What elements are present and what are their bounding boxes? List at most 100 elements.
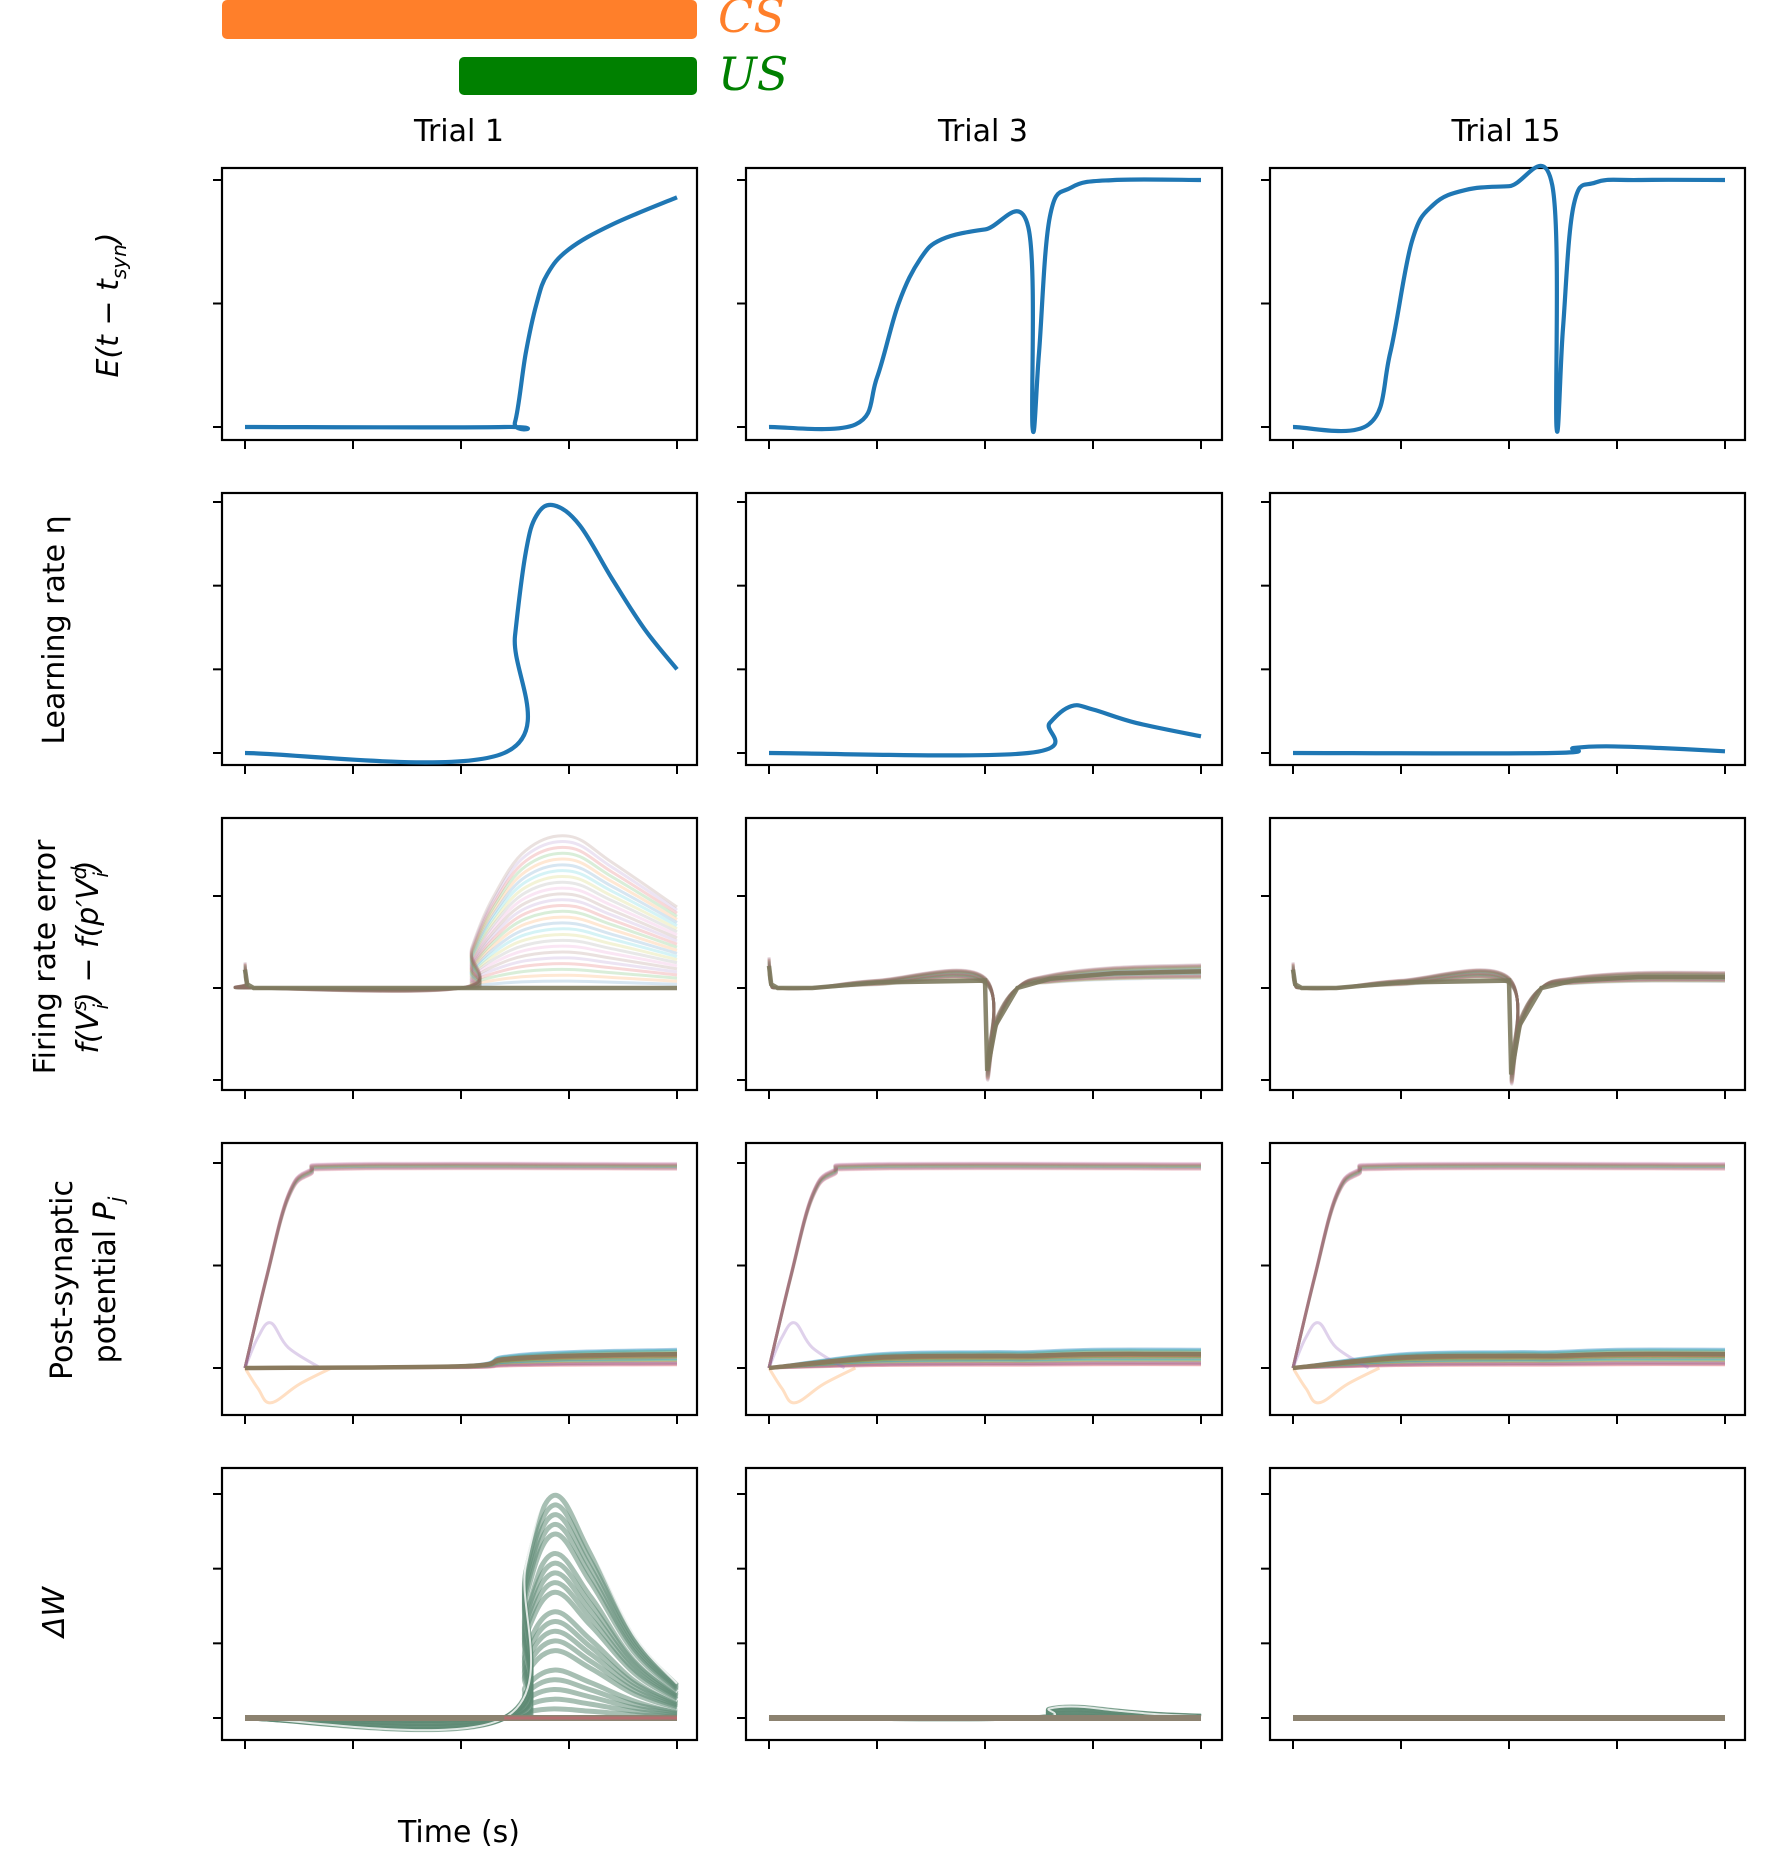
trace-line [243,1166,678,1369]
plot-frame [220,816,699,1092]
series-line [1292,163,1726,434]
trace-line [243,1366,333,1405]
trace-line [233,962,678,991]
trace-line [767,1166,1202,1369]
ylabel-row-4-line-2: potential Pj [88,1196,128,1363]
trace-line [767,1321,846,1370]
cs-label: CS [718,0,785,43]
trace-line [233,898,678,992]
trace-line [233,938,678,991]
us-bar [459,57,697,95]
trace-line [1291,1161,1726,1369]
series-line [244,502,679,765]
trace-line [768,1360,1202,1370]
plot-frame [220,1466,699,1742]
trace-line [1292,1348,1726,1370]
trace-line [767,1164,1202,1369]
trace-line [233,840,678,993]
trace-line [1292,1363,1726,1370]
trace-line [1291,1162,1726,1369]
trace-line [233,944,678,991]
ylabel-row-3-line-1: Firing rate error [28,839,63,1074]
trace-line [243,1164,678,1369]
trace-line [1291,1163,1726,1369]
trace-line [243,1163,678,1369]
plot-frame [1268,491,1747,767]
plot-frame [1268,166,1747,442]
trace-line [1292,1358,1726,1370]
trace-line [768,1361,1202,1370]
trace-bundle-layer [233,834,1726,1733]
chart-layer [213,163,1747,1749]
trace-line [1291,1165,1726,1369]
trace-line [768,1348,1202,1370]
ylabel-row-2: Learning rate η [37,515,72,744]
trace-line [767,1366,857,1405]
trace-line [233,863,678,993]
trace-line [233,973,678,990]
plot-frame [744,1466,1224,1742]
trace-line [243,1161,678,1369]
trace-line [233,956,678,991]
trace-line [768,1359,1202,1370]
plot-frame [744,166,1224,442]
trace-line [768,1347,1202,1370]
ylabel-row-1: E(t − tsyn) [91,232,131,377]
trace-line [1291,1167,1726,1369]
trace-line [233,851,678,993]
trace-line [768,1362,1202,1370]
trace-line [243,1167,678,1369]
series-line [1292,744,1726,756]
ylabel-row-3-line-2: f(Vsi) − f(p′Vdi) [67,860,113,1053]
trace-line [768,1356,1202,1370]
trace-line [243,1164,678,1369]
trace-line [243,1321,322,1370]
trace-line [233,950,678,991]
ylabel-row-4-line-1: Post-synaptic [45,1180,80,1380]
trace-line [768,1357,1202,1370]
trace-line [1291,1163,1726,1369]
trace-line [767,1165,1202,1369]
plot-frame [1268,1141,1747,1417]
trace-line [243,1162,678,1369]
trace-line [233,834,678,993]
trace-line [1292,1357,1726,1370]
series-line [242,969,677,991]
trace-line [1291,1164,1726,1369]
trace-line [767,1161,1202,1369]
trace-line [1291,1164,1726,1369]
trace-line [767,1163,1202,1369]
trace-line [1292,1347,1726,1370]
trace-line [243,1161,678,1369]
trace-line [1292,1360,1726,1370]
trace-line [1291,1321,1370,1370]
plot-frame [220,491,699,767]
trace-line [1292,1356,1726,1370]
trace-line [767,1166,1202,1369]
trace-line [767,1161,1202,1369]
trace-line [768,1363,1202,1370]
trace-line [1291,1165,1726,1369]
series-line [244,195,678,432]
trace-line [1291,1366,1381,1405]
trace-line [767,1162,1202,1369]
trace-line [233,933,678,991]
trace-line [1291,1162,1726,1369]
trace-line [767,1167,1202,1369]
plot-frame [1268,816,1747,1092]
trace-line [233,967,678,991]
trace-line [233,886,678,992]
cs-bar [222,0,697,39]
trace-line [244,1484,678,1732]
trace-line [233,880,678,992]
series-line [766,965,1202,1072]
trace-line [243,1165,678,1369]
trace-line [233,892,678,992]
plot-frame [1268,1466,1747,1742]
trace-line [1292,1361,1726,1370]
column-title-trial-1: Trial 1 [413,114,504,149]
plot-frame [220,166,699,442]
trace-line [243,1162,678,1369]
column-title-trial-15: Trial 15 [1450,114,1560,149]
